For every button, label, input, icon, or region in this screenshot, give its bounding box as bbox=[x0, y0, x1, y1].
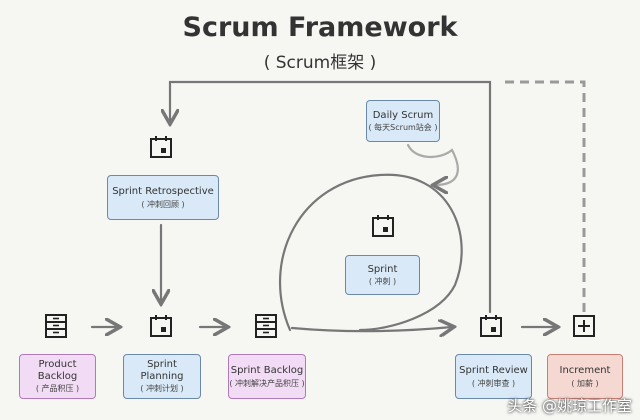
node-sublabel: ( 冲刺审查 ) bbox=[471, 378, 516, 388]
sprint-node: Sprint ( 冲刺 ) bbox=[345, 255, 420, 295]
increment-dashed-link bbox=[500, 80, 586, 312]
node-sublabel: ( 冲刺回顾 ) bbox=[141, 199, 185, 209]
node-sublabel: ( 产品积压 ) bbox=[35, 384, 80, 394]
node-label: Sprint Review bbox=[459, 365, 528, 377]
node-label: Daily Scrum bbox=[372, 109, 434, 121]
calendar-icon bbox=[372, 215, 394, 237]
increment-node: Increment ( 加薪 ) bbox=[547, 354, 623, 399]
list-icon bbox=[45, 314, 67, 338]
sprint-cycle bbox=[279, 173, 463, 332]
node-sublabel: ( 冲刺解决产品积压 ) bbox=[229, 378, 305, 388]
node-label: Sprint Planning bbox=[140, 359, 184, 382]
node-label: Increment bbox=[559, 365, 611, 377]
node-sublabel: ( 加薪 ) bbox=[571, 378, 599, 388]
plus-box-icon bbox=[573, 315, 595, 337]
daily-scrum-loop bbox=[406, 143, 459, 185]
sprint-backlog-node: Sprint Backlog ( 冲刺解决产品积压 ) bbox=[228, 354, 306, 399]
watermark: 头条 @姚琼工作室 bbox=[507, 397, 632, 415]
sprint-retrospective-node: Sprint Retrospective ( 冲刺回顾 ) bbox=[107, 175, 219, 220]
daily-scrum-node: Daily Scrum ( 每天Scrum站会 ) bbox=[366, 100, 440, 142]
arrow-sprint-backlog-to-review bbox=[290, 327, 452, 331]
node-label: Sprint bbox=[367, 263, 398, 275]
node-label: Product Backlog bbox=[37, 359, 78, 382]
diagram-subtitle: ( Scrum框架 ) bbox=[263, 53, 377, 73]
sprint-review-node: Sprint Review ( 冲刺审查 ) bbox=[455, 354, 532, 399]
calendar-icon bbox=[150, 315, 172, 337]
list-icon bbox=[255, 314, 277, 338]
product-backlog-node: Product Backlog ( 产品积压 ) bbox=[19, 354, 96, 399]
node-label: Sprint Retrospective bbox=[112, 186, 214, 198]
diagram-title: Scrum Framework bbox=[182, 12, 458, 43]
sprint-planning-node: Sprint Planning ( 冲刺计划 ) bbox=[123, 354, 201, 399]
calendar-icon bbox=[480, 315, 502, 337]
node-sublabel: ( 每天Scrum站会 ) bbox=[368, 123, 438, 133]
node-sublabel: ( 冲刺 ) bbox=[368, 277, 397, 287]
node-sublabel: ( 冲刺计划 ) bbox=[140, 384, 184, 394]
arrow-review-to-retro bbox=[170, 80, 492, 314]
calendar-icon bbox=[150, 136, 172, 158]
node-label: Sprint Backlog bbox=[230, 365, 304, 377]
